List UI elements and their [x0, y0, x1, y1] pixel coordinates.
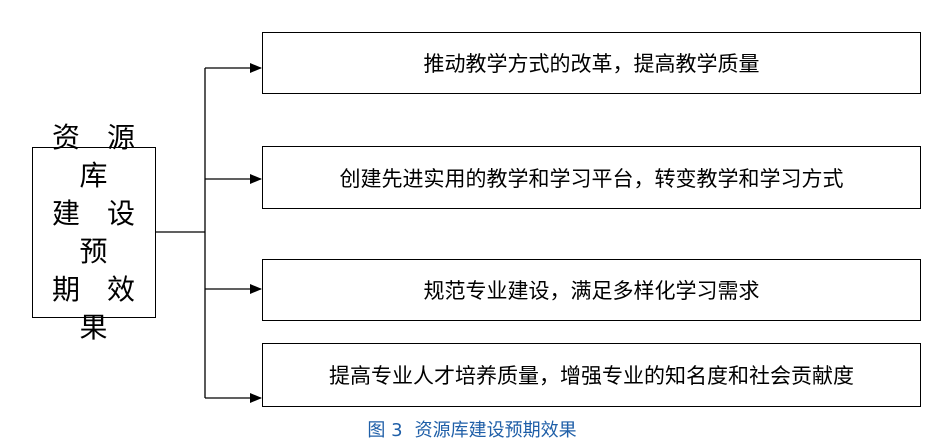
effect-box-1-label: 推动教学方式的改革，提高教学质量 — [423, 52, 760, 76]
figure-caption: 图 3 资源库建设预期效果 — [0, 416, 944, 442]
figure-title: 资源库建设预期效果 — [414, 420, 577, 441]
figure-number: 图 3 — [367, 420, 403, 441]
effect-box-4: 提高专业人才培养质量，增强专业的知名度和社会贡献度 — [262, 343, 921, 407]
effect-box-3-label: 规范专业建设，满足多样化学习需求 — [423, 279, 760, 303]
effect-box-4-label: 提高专业人才培养质量，增强专业的知名度和社会贡献度 — [329, 364, 854, 388]
source-box-label: 资 源 库 建 设 预 期 效 果 — [52, 120, 144, 344]
effect-box-2: 创建先进实用的教学和学习平台，转变教学和学习方式 — [262, 146, 921, 209]
effect-box-3: 规范专业建设，满足多样化学习需求 — [262, 259, 921, 321]
effect-box-1: 推动教学方式的改革，提高教学质量 — [262, 32, 921, 94]
source-box: 资 源 库 建 设 预 期 效 果 — [32, 121, 156, 344]
effect-box-2-label: 创建先进实用的教学和学习平台，转变教学和学习方式 — [339, 166, 844, 191]
